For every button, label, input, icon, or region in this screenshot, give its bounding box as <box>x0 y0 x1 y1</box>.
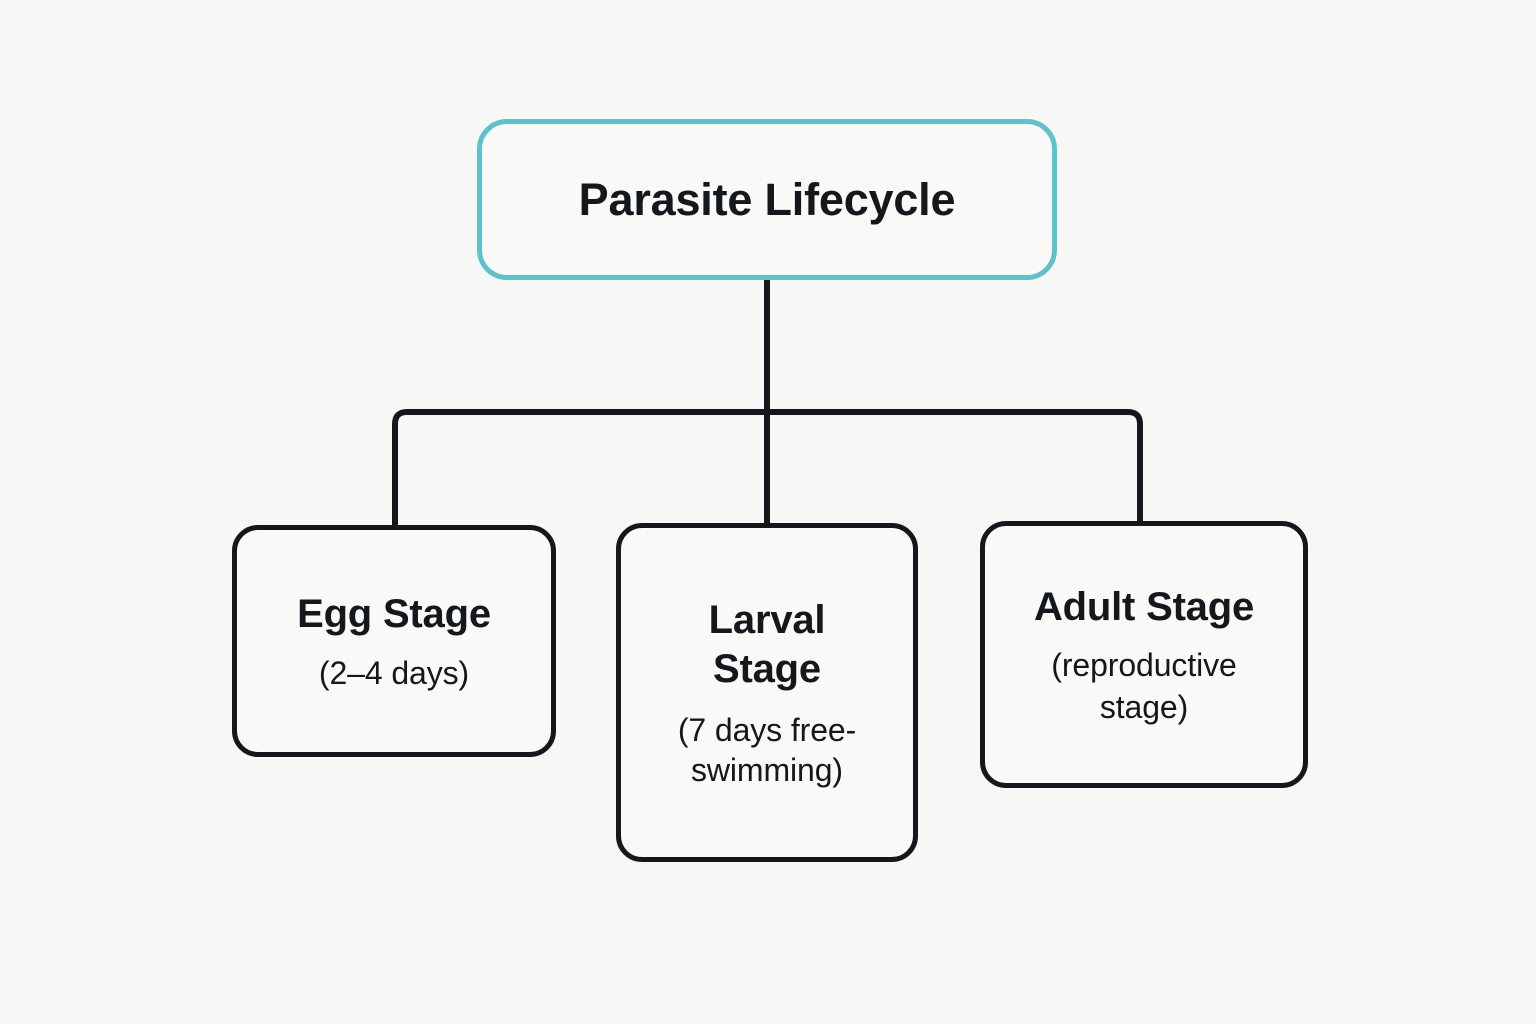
connector-bus-left <box>392 409 767 525</box>
node-larval-stage[interactable]: Larval Stage (7 days free-swimming) <box>616 523 918 862</box>
node-adult-stage[interactable]: Adult Stage (reproductive stage) <box>980 521 1308 788</box>
node-egg-stage[interactable]: Egg Stage (2–4 days) <box>232 525 556 757</box>
node-adult-title: Adult Stage <box>1033 584 1255 629</box>
node-egg-subtitle: (2–4 days) <box>318 655 470 691</box>
node-larval-subtitle: (7 days free-swimming) <box>677 711 857 788</box>
node-adult-subtitle: (reproductive stage) <box>1051 646 1237 725</box>
node-root-title: Parasite Lifecycle <box>578 173 956 225</box>
node-egg-title: Egg Stage <box>297 592 491 636</box>
node-parasite-lifecycle[interactable]: Parasite Lifecycle <box>477 119 1057 280</box>
connector-bus-right <box>767 409 1143 521</box>
node-larval-title: Larval Stage <box>708 597 826 691</box>
